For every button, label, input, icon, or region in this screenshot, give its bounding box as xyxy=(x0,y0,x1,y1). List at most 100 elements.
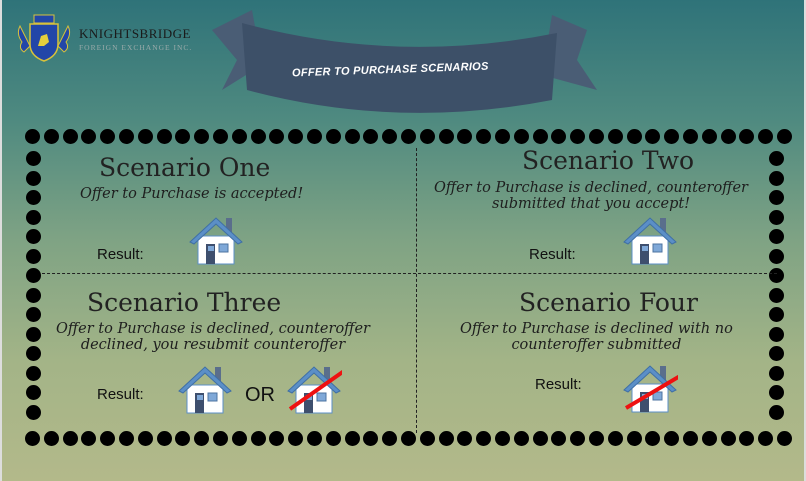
border-dot xyxy=(532,129,548,144)
border-dot xyxy=(194,431,210,446)
scenario-three-title: Scenario Three xyxy=(87,288,282,317)
border-dot xyxy=(119,129,134,144)
border-dot xyxy=(344,129,360,144)
scenario-four-description: Offer to Purchase is declined with no co… xyxy=(460,321,733,353)
border-dot xyxy=(720,431,736,446)
border-dot xyxy=(137,431,153,446)
border-dot xyxy=(325,431,341,446)
border-dot xyxy=(769,287,784,303)
border-dot xyxy=(25,129,40,144)
border-dot xyxy=(645,129,661,144)
border-dot xyxy=(26,287,41,303)
border-dot xyxy=(213,129,228,144)
border-dot xyxy=(513,431,529,446)
border-dot xyxy=(607,431,623,446)
border-dot xyxy=(438,431,454,446)
border-dot xyxy=(250,129,266,144)
border-dot xyxy=(81,431,97,446)
border-dot xyxy=(769,229,784,244)
border-dot xyxy=(194,129,210,144)
border-dot xyxy=(401,129,416,144)
border-dot xyxy=(81,129,97,144)
border-dot xyxy=(43,129,59,144)
border-dot xyxy=(288,129,304,144)
border-dot xyxy=(589,431,604,446)
border-dot xyxy=(769,365,784,381)
border-dot xyxy=(100,129,116,144)
border-dot xyxy=(269,129,285,144)
vertical-divider xyxy=(416,148,417,433)
border-dot xyxy=(570,129,586,144)
border-dot xyxy=(701,129,717,144)
border-dot xyxy=(43,431,59,446)
border-dot xyxy=(664,129,680,144)
border-dot xyxy=(26,209,41,225)
border-dot xyxy=(769,190,784,205)
border-dot xyxy=(26,404,41,420)
border-dot xyxy=(100,431,116,446)
border-dot xyxy=(476,431,492,446)
border-dot xyxy=(307,129,322,144)
border-dot xyxy=(769,248,784,264)
border-dot xyxy=(26,346,41,361)
border-dot xyxy=(513,129,529,144)
border-dot xyxy=(769,170,784,186)
border-dot xyxy=(701,431,717,446)
border-dot xyxy=(769,209,784,225)
scenario-one-title: Scenario One xyxy=(99,153,271,182)
border-dot xyxy=(645,431,661,446)
border-dot xyxy=(26,365,41,381)
border-dot xyxy=(26,268,41,283)
border-dot xyxy=(683,431,698,446)
border-dot xyxy=(175,431,191,446)
border-dot xyxy=(683,129,698,144)
border-dot xyxy=(26,385,41,400)
border-dot xyxy=(769,307,784,322)
border-dot xyxy=(25,431,40,446)
border-dot xyxy=(62,129,78,144)
border-dot xyxy=(307,431,322,446)
border-dot xyxy=(156,431,172,446)
border-dot xyxy=(739,129,755,144)
border-dot xyxy=(739,431,755,446)
border-dot xyxy=(288,431,304,446)
border-dot xyxy=(589,129,604,144)
border-dot xyxy=(363,431,379,446)
knightsbridge-crest-logo xyxy=(17,14,71,62)
horizontal-divider xyxy=(42,273,777,274)
border-dot xyxy=(231,129,247,144)
scenario-two-title: Scenario Two xyxy=(522,146,695,175)
border-dot xyxy=(344,431,360,446)
scenario-four-result-label: Result: xyxy=(535,376,582,393)
border-dot xyxy=(419,129,435,144)
border-dot xyxy=(325,129,341,144)
border-dot xyxy=(551,129,567,144)
crossed-out-house-icon xyxy=(623,365,678,413)
border-dot xyxy=(769,404,784,420)
scenario-two-result-label: Result: xyxy=(529,246,576,263)
border-dot xyxy=(363,129,379,144)
scenario-one-result-label: Result: xyxy=(97,246,144,263)
brand-subtitle: FOREIGN EXCHANGE INC. xyxy=(79,43,193,52)
scenario-one-description: Offer to Purchase is accepted! xyxy=(80,186,304,202)
border-dot xyxy=(26,170,41,186)
border-dot xyxy=(419,431,435,446)
border-dot xyxy=(26,190,41,205)
border-dot xyxy=(382,129,398,144)
border-dot xyxy=(457,129,473,144)
or-label: OR xyxy=(245,384,275,406)
border-dot xyxy=(26,229,41,244)
scenario-three-description: Offer to Purchase is declined, counterof… xyxy=(56,321,370,353)
border-dot xyxy=(26,248,41,264)
border-dot xyxy=(532,431,548,446)
border-dot xyxy=(137,129,153,144)
border-dot xyxy=(438,129,454,144)
border-dot xyxy=(570,431,586,446)
border-dot xyxy=(607,129,623,144)
house-icon xyxy=(189,217,243,265)
crossed-out-house-icon xyxy=(287,366,342,414)
border-dot xyxy=(62,431,78,446)
border-dot xyxy=(769,326,784,342)
scenario-four-title: Scenario Four xyxy=(519,288,698,317)
border-dot xyxy=(769,385,784,400)
